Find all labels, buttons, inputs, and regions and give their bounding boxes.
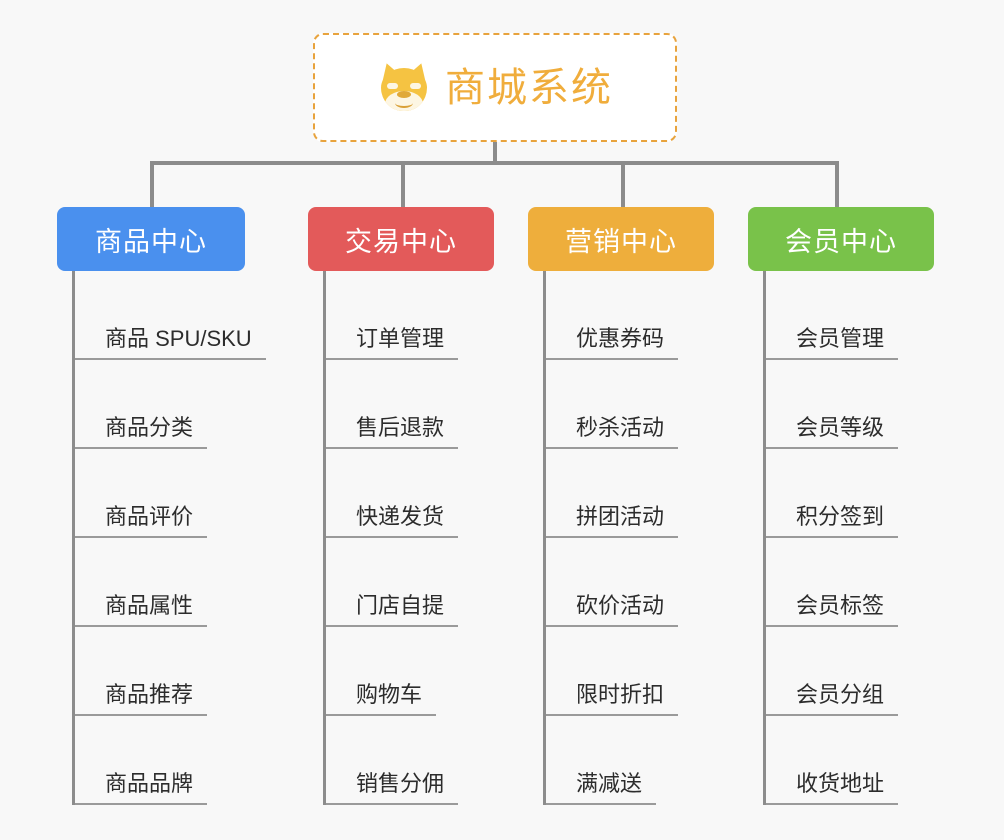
list-item[interactable]: 销售分佣 [326,716,494,805]
connector-drop-1 [150,161,154,207]
list-item[interactable]: 商品评价 [75,449,245,538]
leaf-label: 售后退款 [326,414,459,449]
leaf-label: 商品品牌 [75,770,208,805]
list-item[interactable]: 会员等级 [766,360,934,449]
list-item[interactable]: 售后退款 [326,360,494,449]
leaf-label: 会员标签 [766,592,899,627]
list-item[interactable]: 拼团活动 [546,449,714,538]
list-item[interactable]: 砍价活动 [546,538,714,627]
list-item[interactable]: 限时折扣 [546,627,714,716]
list-item[interactable]: 商品推荐 [75,627,245,716]
list-item[interactable]: 门店自提 [326,538,494,627]
leaf-label: 快递发货 [326,503,459,538]
leaf-list-4: 会员管理 会员等级 积分签到 会员标签 会员分组 收货地址 [763,271,934,805]
branch-header-1[interactable]: 商品中心 [57,207,245,271]
branch-column-4: 会员中心 会员管理 会员等级 积分签到 会员标签 会员分组 收货地址 [748,207,934,805]
list-item[interactable]: 购物车 [326,627,494,716]
leaf-label: 限时折扣 [546,681,679,716]
leaf-label: 商品评价 [75,503,208,538]
leaf-label: 积分签到 [766,503,899,538]
leaf-label: 会员管理 [766,325,899,360]
list-item[interactable]: 会员管理 [766,271,934,360]
leaf-label: 销售分佣 [326,770,459,805]
branch-header-4[interactable]: 会员中心 [748,207,934,271]
root-node[interactable]: 商城系统 [313,33,677,142]
leaf-label: 拼团活动 [546,503,679,538]
branch-header-3[interactable]: 营销中心 [528,207,714,271]
leaf-label: 收货地址 [766,770,899,805]
list-item[interactable]: 积分签到 [766,449,934,538]
list-item[interactable]: 订单管理 [326,271,494,360]
leaf-label: 门店自提 [326,592,459,627]
leaf-label: 会员等级 [766,414,899,449]
leaf-label: 会员分组 [766,681,899,716]
list-item[interactable]: 商品分类 [75,360,245,449]
branch-header-2[interactable]: 交易中心 [308,207,494,271]
branch-column-1: 商品中心 商品 SPU/SKU 商品分类 商品评价 商品属性 商品推荐 商品品牌 [57,207,266,805]
connector-root-stem [493,142,497,164]
leaf-label: 商品分类 [75,414,208,449]
list-item[interactable]: 快递发货 [326,449,494,538]
branch-column-2: 交易中心 订单管理 售后退款 快递发货 门店自提 购物车 销售分佣 [308,207,494,805]
leaf-list-3: 优惠券码 秒杀活动 拼团活动 砍价活动 限时折扣 满减送 [543,271,714,805]
connector-drop-3 [621,161,625,207]
leaf-label: 商品 SPU/SKU [75,325,266,360]
list-item[interactable]: 收货地址 [766,716,934,805]
connector-drop-4 [835,161,839,207]
leaf-label: 商品推荐 [75,681,208,716]
list-item[interactable]: 满减送 [546,716,714,805]
list-item[interactable]: 秒杀活动 [546,360,714,449]
leaf-label: 砍价活动 [546,592,679,627]
connector-drop-2 [401,161,405,207]
connector-horizontal-bus [150,161,839,165]
list-item[interactable]: 商品 SPU/SKU [75,271,266,360]
leaf-label: 秒杀活动 [546,414,679,449]
leaf-list-2: 订单管理 售后退款 快递发货 门店自提 购物车 销售分佣 [323,271,494,805]
shiba-dog-face-icon [377,60,431,115]
leaf-label: 购物车 [326,681,437,716]
list-item[interactable]: 商品属性 [75,538,245,627]
list-item[interactable]: 商品品牌 [75,716,245,805]
list-item[interactable]: 会员标签 [766,538,934,627]
list-item[interactable]: 会员分组 [766,627,934,716]
leaf-label: 满减送 [546,770,657,805]
list-item[interactable]: 优惠券码 [546,271,714,360]
branch-column-3: 营销中心 优惠券码 秒杀活动 拼团活动 砍价活动 限时折扣 满减送 [528,207,714,805]
leaf-label: 商品属性 [75,592,208,627]
root-title: 商城系统 [445,65,613,110]
leaf-label: 优惠券码 [546,325,679,360]
leaf-list-1: 商品 SPU/SKU 商品分类 商品评价 商品属性 商品推荐 商品品牌 [72,271,266,805]
leaf-label: 订单管理 [326,325,459,360]
